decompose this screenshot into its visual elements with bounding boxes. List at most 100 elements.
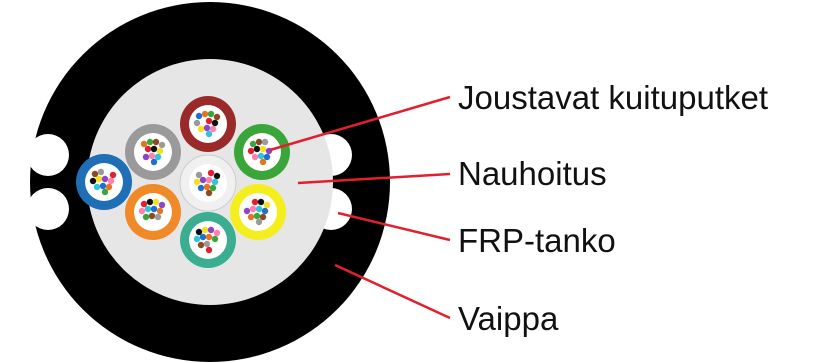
loose-tube-blue bbox=[76, 154, 132, 210]
fiber-strand bbox=[205, 233, 213, 241]
fiber-strand bbox=[205, 130, 213, 138]
fiber-strand bbox=[154, 153, 162, 161]
fiber-strand bbox=[259, 213, 267, 221]
fiber-strand bbox=[158, 201, 166, 209]
fiber-strand bbox=[203, 183, 211, 191]
fiber-strand bbox=[263, 153, 271, 161]
cable-cross-section bbox=[27, 2, 390, 362]
fiber-strand bbox=[209, 125, 217, 133]
fiber-strand bbox=[249, 140, 257, 148]
fiber-strand bbox=[144, 205, 152, 213]
loose-tube-brown bbox=[180, 96, 236, 152]
leader-line-tape bbox=[297, 172, 451, 185]
leader-line-tubes bbox=[269, 95, 451, 152]
fiber-strand bbox=[213, 172, 221, 180]
fiber-strand bbox=[245, 200, 253, 208]
fiber-strand bbox=[197, 241, 205, 249]
fiber-strand bbox=[140, 200, 148, 208]
label-joustavat-kuituputket: Joustavat kuituputket bbox=[458, 79, 768, 116]
fiber-strand bbox=[138, 207, 146, 215]
fiber-strand bbox=[201, 169, 209, 177]
fiber-strand bbox=[105, 183, 113, 191]
fiber-strand bbox=[211, 235, 219, 243]
fiber-strand bbox=[146, 198, 154, 206]
fiber-strand bbox=[156, 207, 164, 215]
fiber-strand bbox=[253, 212, 261, 220]
leader-line-rod bbox=[337, 211, 451, 242]
fiber-strand bbox=[257, 152, 265, 160]
fiber-strand bbox=[253, 145, 261, 153]
fiber-strand bbox=[103, 168, 111, 176]
fiber-strand bbox=[203, 240, 211, 248]
fiber-strand bbox=[146, 138, 154, 146]
fiber-strand bbox=[195, 228, 203, 236]
loose-tube-white bbox=[179, 154, 237, 212]
fiber-strand bbox=[249, 205, 257, 213]
fiber-strand bbox=[261, 138, 269, 146]
fiber-strand bbox=[142, 153, 150, 161]
loose-tubes-group bbox=[76, 96, 290, 268]
fiber-strand bbox=[207, 110, 215, 118]
fiber-strand bbox=[193, 235, 201, 243]
fiber-strand bbox=[199, 176, 207, 184]
fiber-strand bbox=[89, 177, 97, 185]
fiber-strand bbox=[207, 226, 215, 234]
fiber-strand bbox=[152, 138, 160, 146]
fiber-strand bbox=[195, 171, 203, 179]
fiber-strand bbox=[101, 188, 109, 196]
fiber-strand bbox=[140, 140, 148, 148]
fiber-strand bbox=[99, 182, 107, 190]
fiber-strand bbox=[97, 168, 105, 176]
fiber-strand bbox=[201, 226, 209, 234]
loose-tube-orange bbox=[125, 184, 181, 240]
fiber-strand bbox=[93, 183, 101, 191]
fiber-strand bbox=[207, 169, 215, 177]
fiber-strand bbox=[205, 176, 213, 184]
fiber-strand bbox=[209, 184, 217, 192]
fiber-strand bbox=[107, 177, 115, 185]
fiber-strand bbox=[205, 246, 213, 254]
fiber-strand bbox=[267, 141, 275, 149]
fiber-strand bbox=[197, 184, 205, 192]
loose-tube-grey bbox=[125, 124, 181, 180]
fiber-strand bbox=[211, 178, 219, 186]
fiber-strand bbox=[150, 205, 158, 213]
frp-rod-bottom-left bbox=[27, 188, 69, 230]
fiber-strand bbox=[255, 205, 263, 213]
fiber-strand bbox=[91, 170, 99, 178]
fiber-strand bbox=[203, 124, 211, 132]
fiber-strand bbox=[213, 229, 221, 237]
fiber-strand bbox=[101, 175, 109, 183]
label-frp-tanko: FRP-tanko bbox=[458, 222, 616, 259]
fiber-strand bbox=[152, 198, 160, 206]
fiber-strand bbox=[95, 175, 103, 183]
fiber-strand bbox=[205, 117, 213, 125]
fiber-strand bbox=[138, 147, 146, 155]
label-nauhoitus: Nauhoitus bbox=[458, 155, 607, 192]
fiber-strand bbox=[263, 201, 271, 209]
fiber-strand bbox=[154, 213, 162, 221]
fiber-strand bbox=[148, 212, 156, 220]
fiber-strand bbox=[209, 241, 217, 249]
loose-tube-yellow bbox=[230, 184, 286, 240]
fiber-strand bbox=[247, 147, 255, 155]
leader-line-jacket bbox=[334, 263, 451, 320]
frp-rod-top-left bbox=[27, 134, 69, 176]
fiber-strand bbox=[150, 145, 158, 153]
fiber-strand bbox=[255, 218, 263, 226]
fiber-strand bbox=[142, 213, 150, 221]
fiber-strand bbox=[247, 213, 255, 221]
loose-tube-green bbox=[234, 124, 290, 180]
fiber-strand bbox=[195, 112, 203, 120]
fiber-strand bbox=[251, 153, 259, 161]
fiber-strand bbox=[259, 145, 267, 153]
fiber-strand bbox=[255, 138, 263, 146]
leader-lines bbox=[269, 95, 451, 320]
fiber-strand bbox=[201, 110, 209, 118]
fiber-strand bbox=[197, 125, 205, 133]
fiber-strand bbox=[205, 189, 213, 197]
fiber-strand bbox=[199, 117, 207, 125]
fiber-strand bbox=[251, 198, 259, 206]
fiber-strand bbox=[148, 152, 156, 160]
